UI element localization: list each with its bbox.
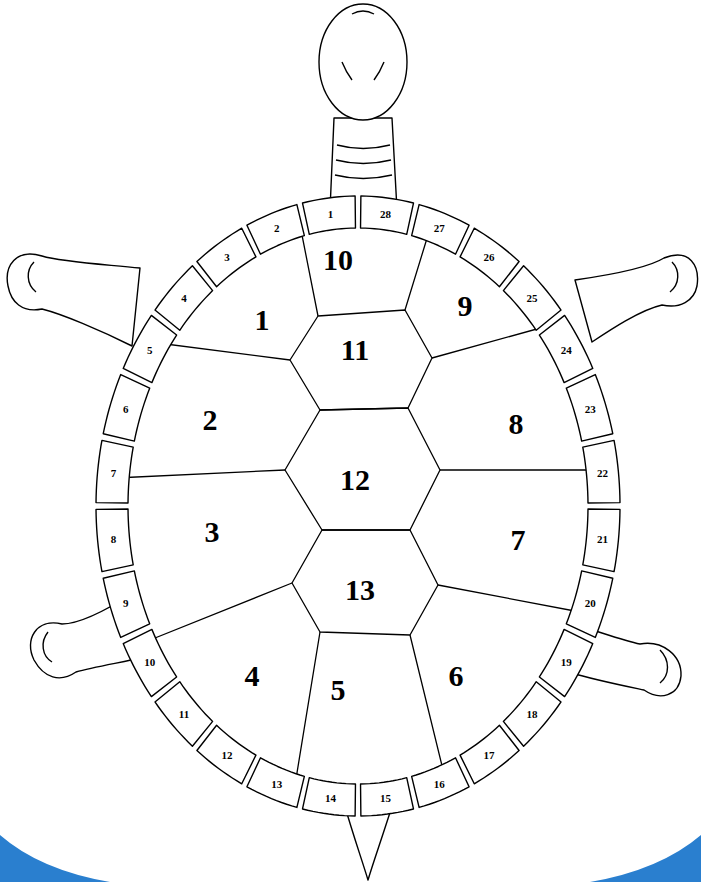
marginal-scute xyxy=(566,375,612,442)
marginal-scute-number: 4 xyxy=(181,293,187,304)
marginal-scute xyxy=(583,509,620,572)
marginal-scute-number: 11 xyxy=(179,708,189,719)
marginal-scute-number: 8 xyxy=(111,533,117,544)
marginal-scute-number: 22 xyxy=(597,468,608,479)
marginal-scute xyxy=(566,571,612,638)
marginal-scute xyxy=(96,440,133,503)
marginal-scute-number: 2 xyxy=(274,223,280,234)
marginal-scute xyxy=(103,571,149,638)
marginal-scute-number: 17 xyxy=(483,749,494,760)
marginal-scute xyxy=(155,266,213,331)
turtle-limbs xyxy=(7,4,697,880)
marginal-scutes xyxy=(96,196,620,816)
marginal-scute xyxy=(361,196,414,234)
central-scute-number: 4 xyxy=(245,661,260,691)
marginal-scute xyxy=(412,205,469,255)
marginal-scute xyxy=(103,375,149,442)
marginal-scute xyxy=(123,629,176,696)
marginal-scute xyxy=(197,725,256,784)
marginal-scute-number: 6 xyxy=(123,403,129,414)
marginal-scute xyxy=(460,228,519,287)
marginal-scute xyxy=(247,758,304,808)
marginal-scute-number: 20 xyxy=(585,598,596,609)
central-scute-number: 2 xyxy=(203,405,218,435)
marginal-scute xyxy=(96,509,133,572)
marginal-scute-number: 26 xyxy=(483,252,494,263)
corner-decoration xyxy=(0,835,701,882)
marginal-scute xyxy=(155,682,213,747)
marginal-scute xyxy=(197,228,256,287)
marginal-scute xyxy=(303,778,356,816)
marginal-scute-number: 5 xyxy=(147,344,153,355)
marginal-scute-number: 27 xyxy=(434,223,445,234)
marginal-scute-number: 25 xyxy=(526,293,537,304)
marginal-scute xyxy=(247,205,304,255)
marginal-scute xyxy=(123,315,176,382)
marginal-scute xyxy=(539,315,592,382)
marginal-scute xyxy=(539,629,592,696)
marginal-scute-number: 7 xyxy=(111,468,117,479)
marginal-scute xyxy=(503,682,561,747)
marginal-scute xyxy=(503,266,561,331)
marginal-scute xyxy=(460,725,519,784)
marginal-scute-number: 9 xyxy=(123,598,129,609)
marginal-scute-number: 14 xyxy=(325,793,336,804)
marginal-scute xyxy=(361,778,414,816)
central-scute-number: 11 xyxy=(341,335,369,365)
marginal-scute-number: 3 xyxy=(224,252,230,263)
marginal-scute xyxy=(412,758,469,808)
central-scute-number: 3 xyxy=(205,517,220,547)
marginal-scute xyxy=(583,440,620,503)
marginal-scute-number: 13 xyxy=(271,778,282,789)
central-scute-number: 7 xyxy=(511,525,526,555)
marginal-scute-number: 16 xyxy=(434,778,445,789)
marginal-scute-number: 19 xyxy=(561,657,572,668)
marginal-scute-number: 21 xyxy=(597,533,608,544)
central-scute-number: 6 xyxy=(449,661,464,691)
marginal-scute-number: 23 xyxy=(585,403,596,414)
marginal-scute-number: 10 xyxy=(144,657,155,668)
central-scute-number: 10 xyxy=(323,245,353,275)
central-scutes xyxy=(115,222,600,785)
central-scute-number: 13 xyxy=(345,575,375,605)
central-scute-number: 9 xyxy=(458,291,473,321)
marginal-scute xyxy=(303,196,356,234)
marginal-scute-number: 12 xyxy=(222,749,233,760)
marginal-scute-number: 1 xyxy=(328,208,334,219)
central-scute-number: 1 xyxy=(255,305,270,335)
central-scute-number: 5 xyxy=(331,675,346,705)
central-scute-number: 12 xyxy=(340,465,370,495)
marginal-scute-number: 15 xyxy=(380,793,391,804)
marginal-scute-number: 24 xyxy=(561,344,572,355)
marginal-scute-number: 18 xyxy=(526,708,537,719)
central-scute-number: 8 xyxy=(509,409,524,439)
marginal-scute-number: 28 xyxy=(380,208,391,219)
